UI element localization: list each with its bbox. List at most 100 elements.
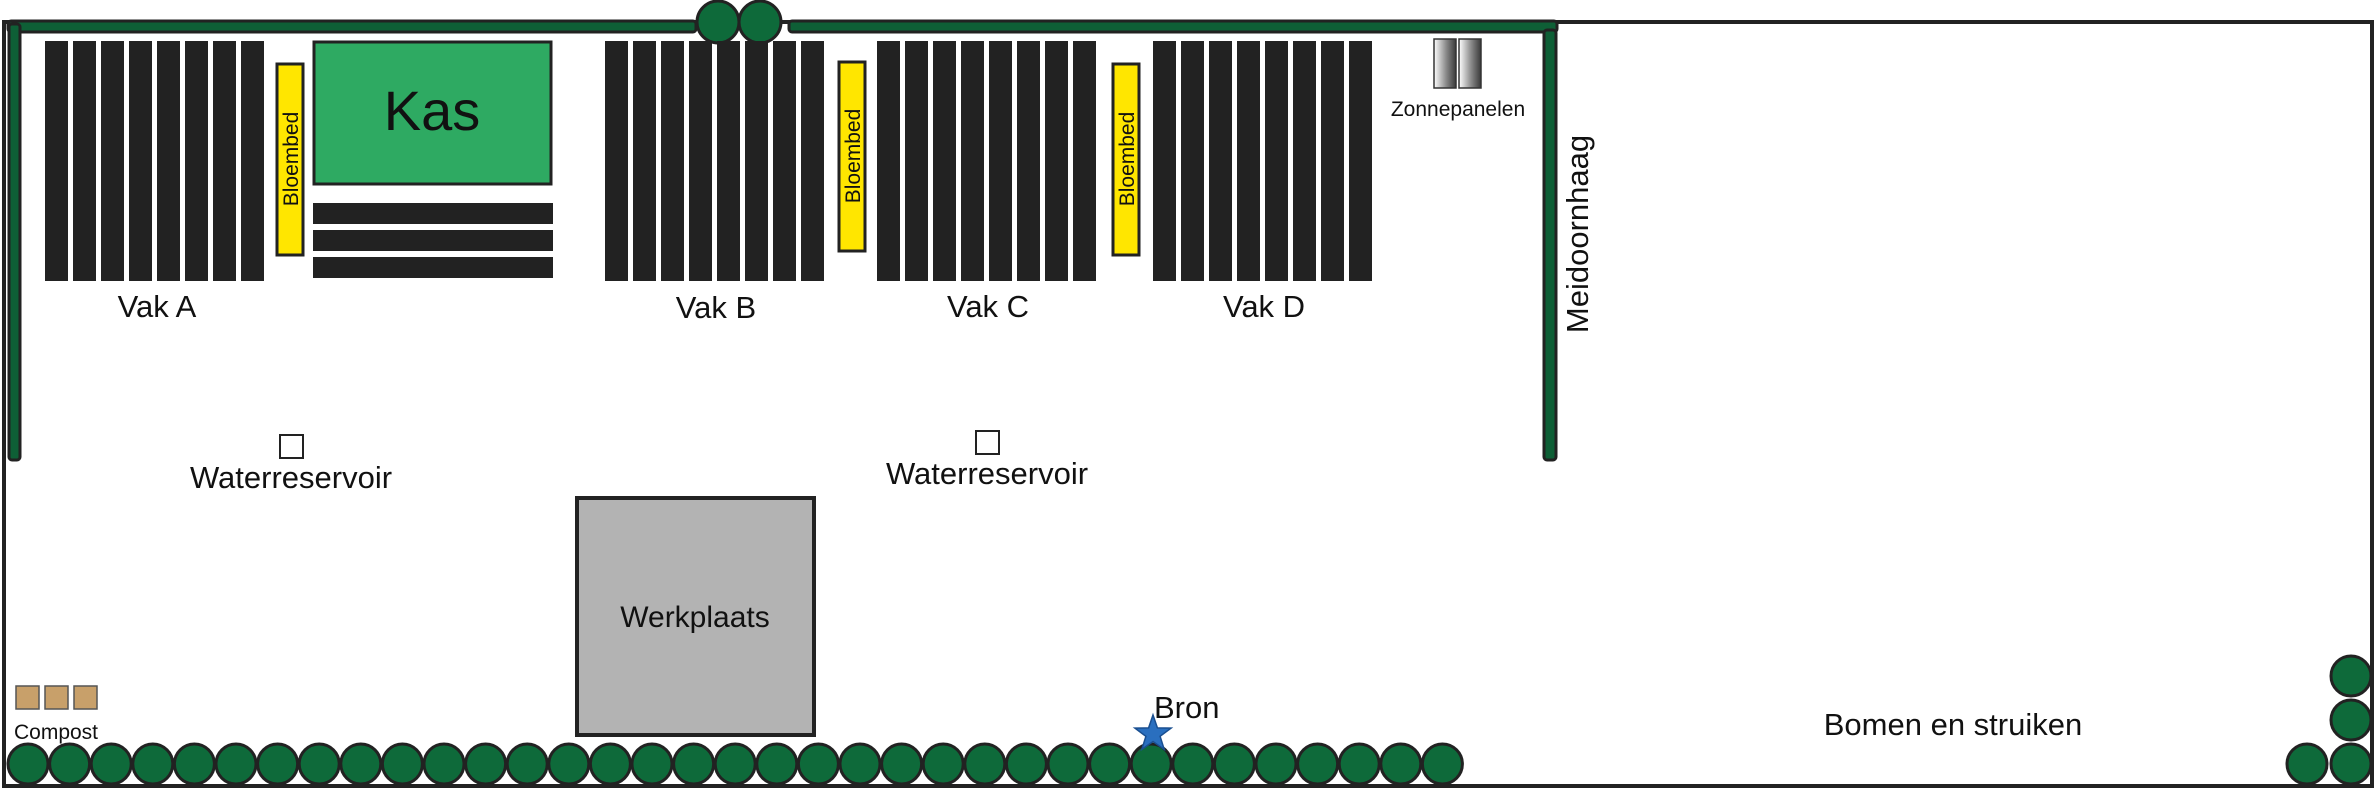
tree [630, 742, 674, 786]
bed-row [1153, 41, 1176, 281]
bed-row [185, 41, 208, 281]
bloembed-3 [1111, 62, 1141, 257]
bed-row [933, 41, 956, 281]
tree [1046, 742, 1090, 786]
tree [2329, 742, 2373, 786]
waterreservoir-2-label: Waterreservoir [886, 456, 1088, 491]
vak-d-bed [1153, 41, 1372, 281]
tree [1088, 742, 1132, 786]
compost-bin [73, 685, 98, 710]
vak-c-label: Vak C [947, 289, 1029, 324]
zonnepanelen-label: Zonnepanelen [1391, 98, 1525, 121]
bed-row [633, 41, 656, 281]
bed-row [989, 41, 1012, 281]
zonnepanelen [1433, 38, 1482, 89]
bed-row [129, 41, 152, 281]
waterreservoir-1-square [279, 434, 304, 459]
tree [672, 742, 716, 786]
bed-row [605, 41, 628, 281]
tree [713, 742, 757, 786]
waterreservoir-1-label: Waterreservoir [190, 460, 392, 495]
meidoornhaag-label: Meidoornhaag [1560, 135, 1595, 333]
vak-c-bed [877, 41, 1096, 281]
waterreservoir-2-square [975, 430, 1000, 455]
tree [89, 742, 133, 786]
tree [1254, 742, 1298, 786]
bed-row [717, 41, 740, 281]
bed-row [157, 41, 180, 281]
bed-row [961, 41, 984, 281]
tree [1296, 742, 1340, 786]
tree [588, 742, 632, 786]
bed-row [45, 41, 68, 281]
tree [256, 742, 300, 786]
bed-row [1237, 41, 1260, 281]
bloembed-2 [837, 60, 867, 253]
bed-row [745, 41, 768, 281]
tree [921, 742, 965, 786]
bed-row [1045, 41, 1068, 281]
vak-a-bed [45, 41, 264, 281]
tree [422, 742, 466, 786]
bron-star-icon [1132, 712, 1174, 752]
tree [6, 742, 50, 786]
tree-row [6, 654, 2373, 786]
bed-row [1017, 41, 1040, 281]
bed-row [101, 41, 124, 281]
tree [755, 742, 799, 786]
tree [48, 742, 92, 786]
tree [880, 742, 924, 786]
tree [131, 742, 175, 786]
werkplaats-building [575, 496, 816, 737]
tree [464, 742, 508, 786]
bloembed-2-label: Bloembed [842, 109, 865, 204]
bed-row [1181, 41, 1204, 281]
vak-b-bed [605, 41, 824, 281]
compost-bin [15, 685, 40, 710]
bed-row [1265, 41, 1288, 281]
tree [1129, 742, 1173, 786]
solar-panel [1458, 38, 1482, 89]
bed-row [73, 41, 96, 281]
bed-row [661, 41, 684, 281]
bloembed-3-label: Bloembed [1116, 112, 1139, 207]
bed-row [689, 41, 712, 281]
vak-a-extra-bed [313, 203, 553, 278]
tree [505, 742, 549, 786]
tree [547, 742, 591, 786]
werkplaats-label: Werkplaats [620, 601, 770, 634]
bed-row [773, 41, 796, 281]
vak-d-label: Vak D [1223, 289, 1305, 324]
bed-row [1209, 41, 1232, 281]
compost-label: Compost [14, 721, 98, 744]
kas-greenhouse [312, 40, 553, 186]
tree [297, 742, 341, 786]
compost-bin [44, 685, 69, 710]
kas-label: Kas [384, 79, 481, 142]
gate-tree [695, 0, 741, 45]
bed-row [801, 41, 824, 281]
tree [1379, 742, 1423, 786]
tree [796, 742, 840, 786]
tree [1004, 742, 1048, 786]
tree [380, 742, 424, 786]
tree [1171, 742, 1215, 786]
tree [2285, 742, 2329, 786]
bed-row [1349, 41, 1372, 281]
tree [1212, 742, 1256, 786]
bed-row [313, 203, 553, 224]
bomen-label: Bomen en struiken [1824, 707, 2082, 742]
bloembed-1 [275, 62, 305, 257]
tree [2329, 654, 2373, 698]
bed-row [313, 230, 553, 251]
vak-b-label: Vak B [676, 290, 756, 325]
tree [339, 742, 383, 786]
bron-label: Bron [1154, 690, 1219, 725]
hedge-left [7, 22, 22, 462]
tree [1337, 742, 1381, 786]
hedge-meidoorn [1542, 28, 1558, 462]
tree [214, 742, 258, 786]
compost-bins [15, 685, 98, 710]
vak-a-label: Vak A [118, 289, 197, 324]
